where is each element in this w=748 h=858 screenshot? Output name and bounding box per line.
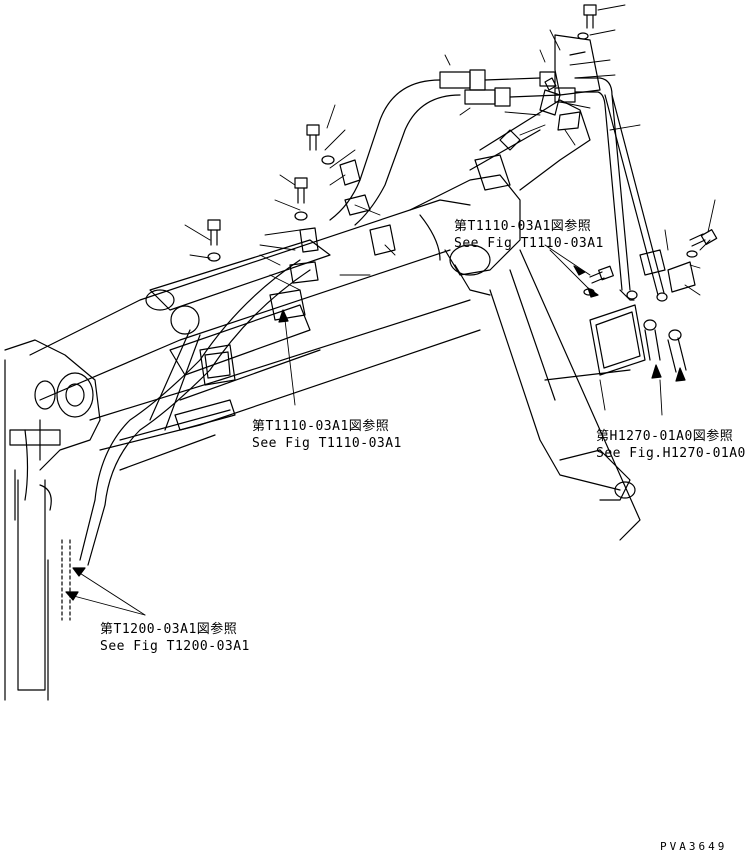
reference-note-4: 第T1200-03A1図参照 See Fig T1200-03A1 [100, 621, 250, 655]
reference-note-4-en: See Fig T1200-03A1 [100, 639, 250, 654]
reference-note-2-en: See Fig T1110-03A1 [252, 436, 402, 451]
reference-note-3: 第H1270-01A0図参照 See Fig.H1270-01A0 [596, 428, 746, 462]
reference-note-3-jp: 第H1270-01A0図参照 [596, 429, 734, 444]
clamp-parts [270, 35, 695, 375]
steel-pipe [575, 78, 667, 301]
dashed-hose-ends [62, 540, 70, 620]
reference-note-2-jp: 第T1110-03A1図参照 [252, 419, 390, 434]
reference-note-1-en: See Fig T1110-03A1 [454, 236, 604, 251]
reference-arrows [66, 266, 685, 600]
leader-lines [70, 5, 715, 615]
hose-lines [80, 70, 575, 565]
drawing-code: PVA3649 [660, 840, 728, 853]
arm-body [470, 100, 640, 540]
boom-body [5, 175, 520, 700]
reference-note-3-en: See Fig.H1270-01A0 [596, 446, 746, 461]
reference-note-1: 第T1110-03A1図参照 See Fig T1110-03A1 [454, 218, 604, 252]
reference-note-2: 第T1110-03A1図参照 See Fig T1110-03A1 [252, 418, 402, 452]
reference-note-4-jp: 第T1200-03A1図参照 [100, 622, 238, 637]
reference-note-1-jp: 第T1110-03A1図参照 [454, 219, 592, 234]
bolts [208, 5, 717, 295]
